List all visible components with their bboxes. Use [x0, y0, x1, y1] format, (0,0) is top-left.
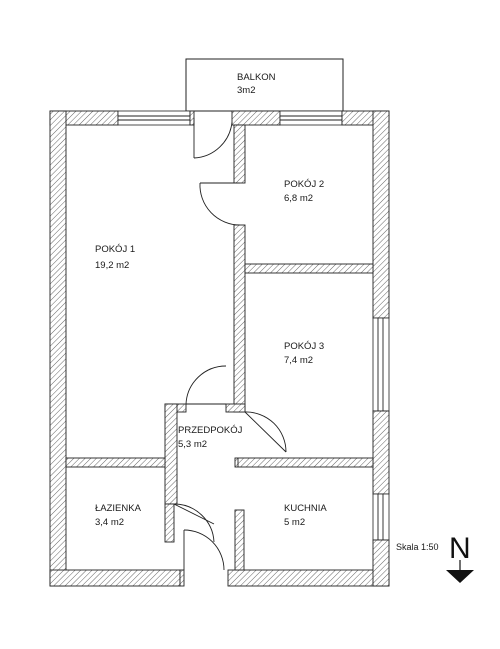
przedpokoj-area: 5,3 m2 — [178, 439, 207, 450]
pokoj3-name: POKÓJ 3 — [284, 341, 324, 352]
outer-walls — [49, 110, 390, 587]
pokoj2-name: POKÓJ 2 — [284, 179, 324, 190]
north-letter: N — [449, 532, 471, 565]
kuchnia-area: 5 m2 — [284, 517, 305, 528]
balcony-outline — [185, 58, 344, 112]
pokoj2-area: 6,8 m2 — [284, 193, 313, 204]
balkon-area: 3m2 — [237, 85, 255, 96]
north-arrow-icon — [446, 560, 474, 583]
room-labels: BALKON 3m2 POKÓJ 1 19,2 m2 POKÓJ 2 6,8 m… — [95, 72, 327, 528]
doors — [173, 118, 287, 571]
pokoj1-area: 19,2 m2 — [95, 260, 129, 271]
scale-label: Skala 1:50 — [396, 542, 439, 552]
window-right-lower — [372, 493, 390, 541]
lazienka-name: ŁAZIENKA — [95, 503, 142, 514]
pokoj1-name: POKÓJ 1 — [95, 244, 135, 255]
kuchnia-name: KUCHNIA — [284, 503, 327, 514]
pokoj3-area: 7,4 m2 — [284, 355, 313, 366]
window-top-left — [117, 110, 191, 126]
lazienka-area: 3,4 m2 — [95, 517, 124, 528]
window-top-right — [279, 110, 343, 126]
balkon-name: BALKON — [237, 72, 276, 83]
window-right-upper — [372, 317, 390, 412]
interior-walls — [65, 124, 374, 571]
przedpokoj-name: PRZEDPOKÓJ — [178, 425, 243, 436]
